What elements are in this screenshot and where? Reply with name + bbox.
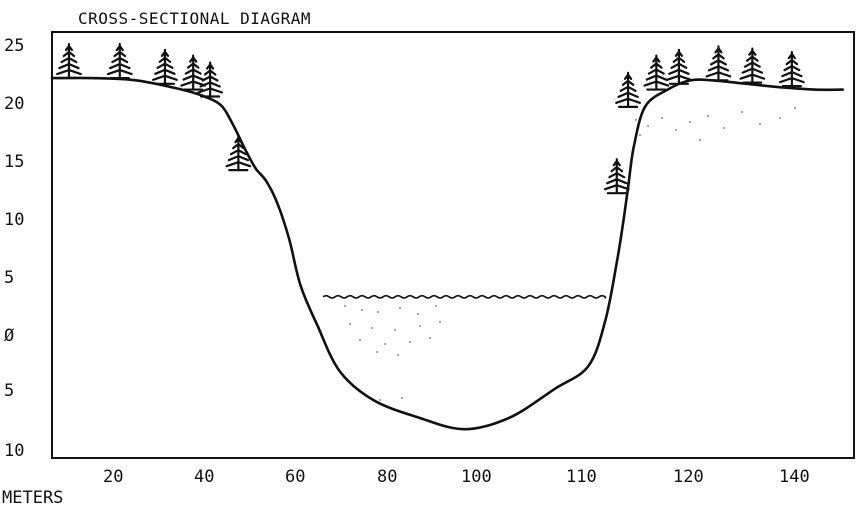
x-tick-label: 140 [779,467,810,487]
y-tick-label: 10 [4,210,24,230]
texture-speck [361,309,363,311]
x-tick-label: 20 [103,467,123,487]
tree-icon [615,71,641,108]
tree-icon [778,51,805,88]
tree-icon [152,48,178,85]
x-tick-label: 60 [285,467,305,487]
plot-frame [51,31,855,459]
texture-speck [417,313,419,315]
x-tick-label: 100 [461,467,492,487]
tree-icon [603,158,630,195]
tree-icon [225,135,252,172]
texture-speck [435,305,437,307]
texture-speck [394,329,396,331]
tree-icon [180,54,207,91]
y-tick-label: 15 [4,152,24,172]
texture-speck [397,354,399,356]
tree-icon [197,61,224,98]
texture-speck [409,341,411,343]
tree-icon [666,48,692,85]
texture-speck [344,305,346,307]
ground-profile-line [50,76,844,431]
texture-speck [377,311,379,313]
y-tick-label: 5 [4,268,14,288]
y-axis-tick-labels: 25 20 15 10 5 Ø 5 10 [4,36,24,461]
texture-speck [689,121,691,123]
texture-speck [379,399,381,401]
texture-speck [371,327,373,329]
x-axis-tick-labels: 20 40 60 80 100 110 120 140 [103,467,810,487]
texture-speck [707,115,709,117]
y-tick-label: 20 [4,94,24,114]
texture-speck [741,111,743,113]
tree-icon [739,47,766,84]
texture-speck [384,343,386,345]
tree-icon [56,42,82,80]
texture-speck [419,325,421,327]
texture-speck [699,139,701,141]
x-tick-label: 110 [566,467,597,487]
texture-speck [759,123,761,125]
texture-speck [647,125,649,127]
x-tick-label: 40 [194,467,214,487]
texture-speck [401,397,403,399]
texture-speck [723,127,725,129]
x-axis-label: METERS [2,488,63,508]
texture-speck [376,351,378,353]
x-tick-label: 80 [377,467,397,487]
texture-speck [794,107,796,109]
texture-speck [349,323,351,325]
texture-speck [635,119,637,121]
diagram-title: CROSS-SECTIONAL DIAGRAM [78,9,311,28]
x-tick-label: 120 [673,467,704,487]
texture-speck [779,117,781,119]
texture-speck [639,134,641,136]
texture-speck [661,117,663,119]
texture-speck [429,337,431,339]
texture-speck [359,339,361,341]
tree-icon [106,42,133,80]
texture-speck [675,129,677,131]
y-tick-label: 5 [4,381,14,401]
y-tick-label: Ø [4,326,14,346]
tree-icon [705,45,732,82]
tree-icon [643,54,670,91]
y-tick-label: 10 [4,441,24,461]
texture-speck [439,321,441,323]
texture-speck [399,307,401,309]
y-tick-label: 25 [4,36,24,56]
plot-content [50,42,844,431]
water-surface-line [322,294,607,299]
